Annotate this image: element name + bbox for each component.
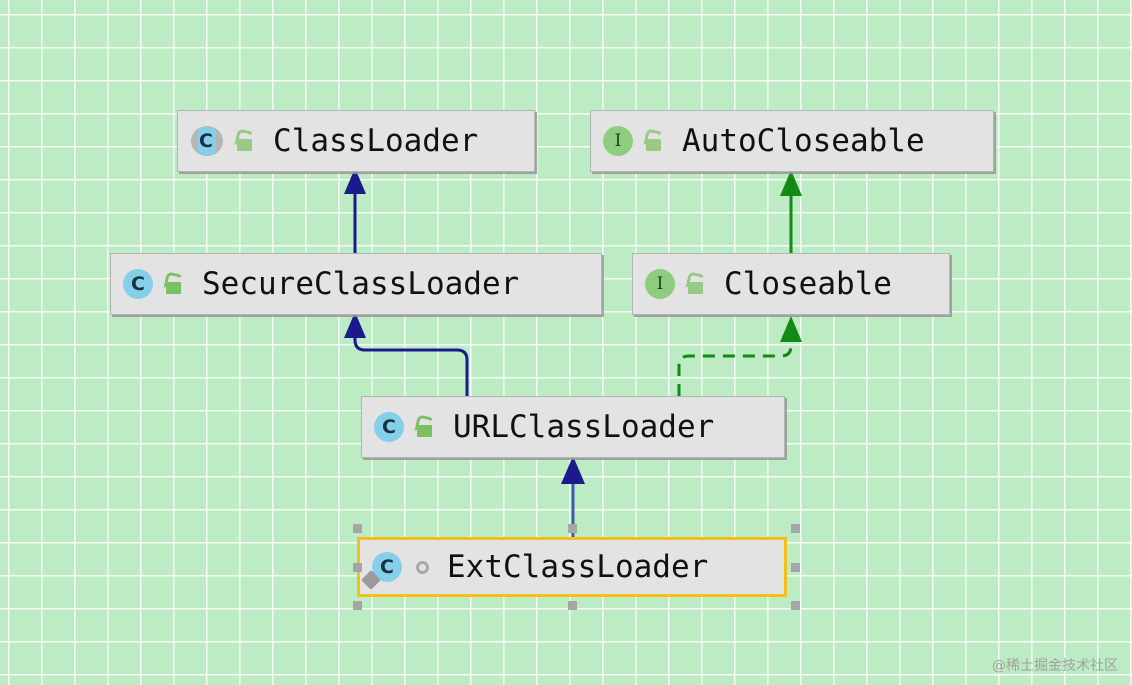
- node-icons: [374, 412, 435, 442]
- abstract-class-icon: C: [190, 124, 224, 158]
- selection-handle-top-right[interactable]: [791, 524, 800, 533]
- node-url-class-loader[interactable]: URLClassLoader: [361, 396, 785, 458]
- edge-url-implements-closeable: [677, 316, 802, 396]
- selection-handle-bottom-left[interactable]: [353, 601, 362, 610]
- selection-handle-bottom-center[interactable]: [568, 601, 577, 610]
- unlocked-padlock-icon: [162, 271, 184, 296]
- node-class-loader[interactable]: C ClassLoader: [177, 110, 535, 172]
- selection-handle-middle-left[interactable]: [353, 563, 362, 572]
- class-icon: [123, 269, 153, 299]
- node-icons: [123, 269, 184, 299]
- interface-icon: [645, 269, 675, 299]
- node-icons: [361, 552, 429, 590]
- watermark: @稀土掘金技术社区: [992, 658, 1118, 674]
- selection-handle-middle-right[interactable]: [791, 563, 800, 572]
- class-icon: [374, 412, 404, 442]
- node-label: AutoCloseable: [682, 122, 925, 159]
- node-icons: [603, 126, 664, 156]
- default-circle-icon: [416, 560, 429, 574]
- unlocked-padlock-icon: [233, 128, 255, 153]
- node-label: ExtClassLoader: [447, 548, 709, 585]
- unlocked-padlock-icon: [684, 271, 706, 296]
- selection-handle-bottom-right[interactable]: [791, 601, 800, 610]
- selection-handle-top-center[interactable]: [568, 524, 577, 533]
- node-label: URLClassLoader: [453, 408, 715, 445]
- unlocked-padlock-icon: [642, 128, 664, 153]
- node-auto-closeable[interactable]: AutoCloseable: [590, 110, 994, 172]
- node-label: SecureClassLoader: [202, 265, 520, 302]
- interface-icon: [603, 126, 633, 156]
- inner-class-badge-icon: [361, 570, 381, 590]
- node-ext-class-loader[interactable]: ExtClassLoader: [357, 537, 787, 597]
- edge-url-extends-secure: [344, 312, 469, 396]
- node-icons: C: [190, 124, 255, 158]
- selection-handle-top-left[interactable]: [353, 524, 362, 533]
- unlocked-padlock-icon: [413, 414, 435, 439]
- edge-closeable-extends-autocloseable: [780, 170, 802, 253]
- node-icons: [645, 269, 706, 299]
- node-label: Closeable: [724, 265, 892, 302]
- class-icon: [361, 552, 402, 590]
- node-secure-class-loader[interactable]: SecureClassLoader: [110, 253, 602, 315]
- node-label: ClassLoader: [273, 122, 479, 159]
- node-closeable[interactable]: Closeable: [632, 253, 950, 315]
- edge-secure-extends-classloader: [344, 168, 366, 253]
